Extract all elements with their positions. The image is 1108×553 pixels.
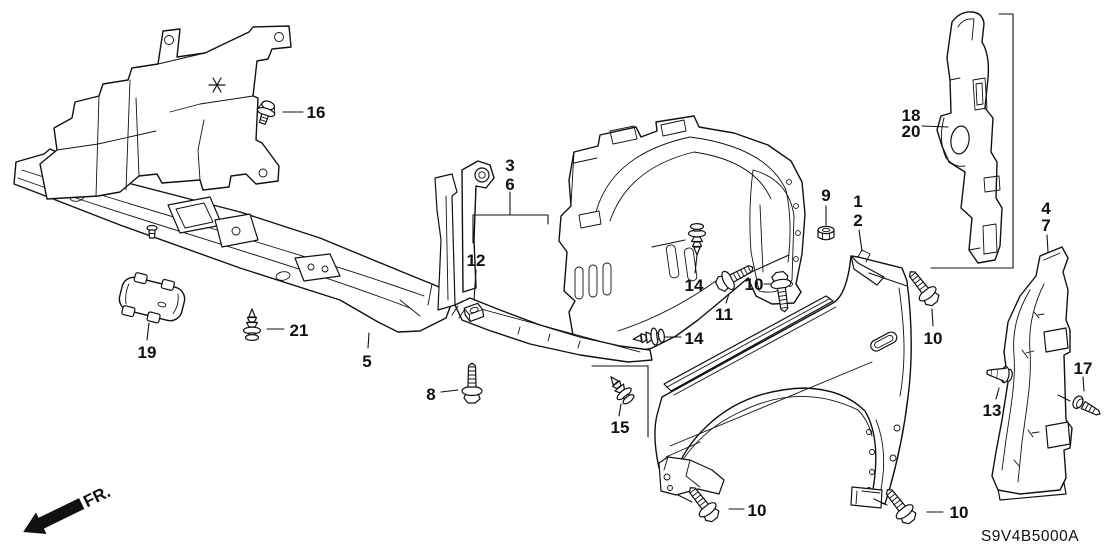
leader-5 (367, 332, 370, 349)
callout-10c: 10 (748, 501, 767, 520)
callout-13: 13 (983, 401, 1002, 420)
callout-5: 5 (362, 352, 371, 371)
ref-bracket-15 (591, 365, 649, 438)
air-guide-panel (39, 25, 292, 200)
nut-9-icon (817, 225, 835, 241)
clip-21-icon (242, 308, 262, 341)
callout-9: 9 (821, 186, 830, 205)
leader-8 (440, 389, 459, 393)
fr-direction-arrow: FR. (23, 482, 113, 535)
star-mark (208, 77, 226, 93)
leader-1-2 (858, 229, 863, 252)
callout-3: 3 (505, 156, 514, 175)
protection-film-strip (663, 295, 837, 396)
leader-11 (725, 293, 730, 304)
callout-10a: 10 (745, 275, 764, 294)
callout-15: 15 (611, 418, 630, 437)
leader-19 (146, 322, 150, 341)
leader-12 (473, 269, 477, 301)
side-marker-slot (870, 331, 898, 352)
callout-20: 20 (902, 122, 921, 141)
leader-10d (873, 498, 944, 513)
callout-10b: 10 (924, 329, 943, 348)
ref-bracket-garnish (930, 13, 1014, 269)
liner-side-bracket (461, 160, 495, 293)
callout-12: 12 (467, 251, 486, 270)
fr-label: FR. (80, 482, 113, 511)
callout-10d: 10 (950, 503, 969, 522)
leader-15 (618, 403, 622, 417)
front-fender-stay (991, 246, 1073, 501)
screw-17-icon (1070, 393, 1104, 421)
callout-4: 4 (1041, 199, 1051, 218)
callout-6: 6 (505, 175, 514, 194)
leader-10c (677, 494, 745, 510)
liner-lower-strip (451, 297, 653, 363)
arrow-head-icon (23, 512, 47, 535)
callout-2: 2 (853, 211, 862, 230)
callout-7: 7 (1041, 216, 1050, 235)
ref-bracket-3-6 (472, 191, 549, 244)
callout-19: 19 (138, 343, 157, 362)
leader-lines (146, 111, 1085, 513)
callout-18: 18 (902, 106, 921, 125)
leader-17 (1057, 376, 1085, 402)
bracket-plate (118, 272, 186, 324)
stud-icon (146, 224, 158, 239)
front-fender-panel (654, 249, 912, 509)
leader-13 (995, 387, 1000, 400)
callout-14b: 14 (685, 329, 704, 348)
leader-14a (651, 239, 698, 274)
fender-front-bracket (658, 456, 725, 496)
callout-8: 8 (426, 385, 435, 404)
callout-17: 17 (1074, 359, 1093, 378)
leader-10b (868, 272, 934, 327)
leader-18-20 (921, 125, 949, 128)
leader-10a (748, 254, 790, 285)
cowl-side-garnish (936, 11, 1003, 264)
callout-14a: 14 (685, 276, 704, 295)
callout-21: 21 (290, 321, 309, 340)
fender-rear-bracket (850, 419, 901, 509)
callout-11: 11 (715, 305, 733, 324)
callout-labels: 16 3 6 12 8 15 14 14 11 10 9 1 2 10 18 2… (138, 103, 1093, 522)
bolt-8-icon (461, 362, 483, 404)
callout-1: 1 (853, 192, 862, 211)
diagram-code: S9V4B5000A (981, 528, 1079, 545)
front-bulkhead-cover (13, 148, 458, 333)
leader-4-7 (1046, 234, 1049, 253)
callout-16: 16 (307, 103, 326, 122)
fender-liner (558, 115, 806, 353)
clip-15-icon (603, 370, 638, 408)
